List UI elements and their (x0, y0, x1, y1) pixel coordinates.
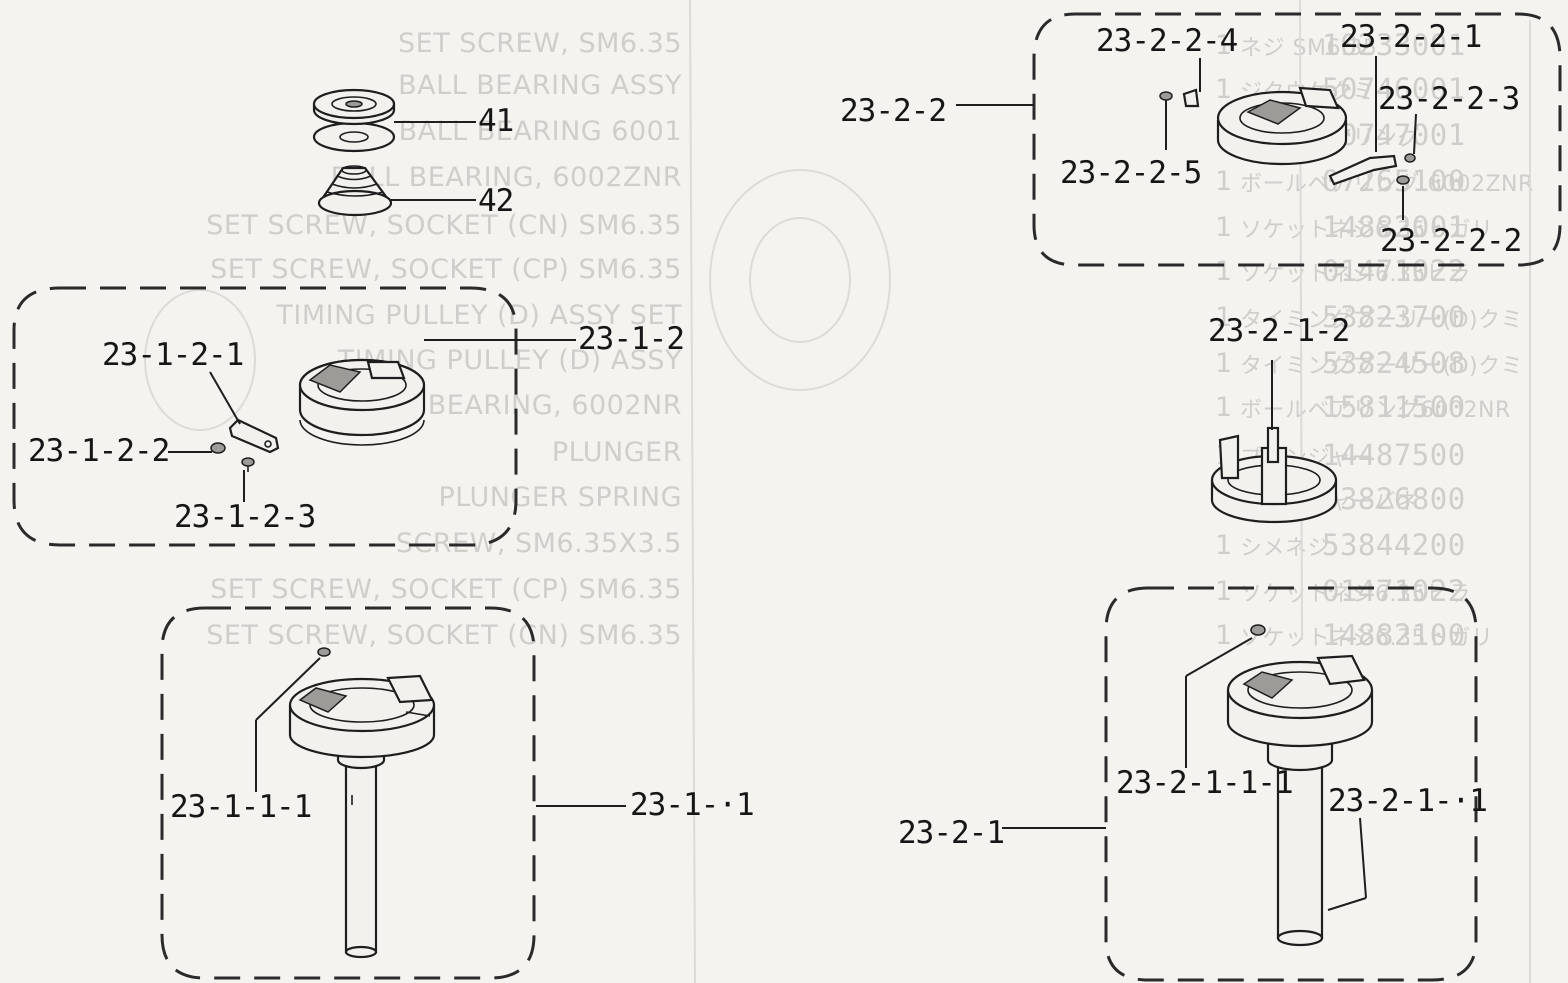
bg-pn-8: 15811500 (1322, 390, 1466, 424)
bg-qty-13: 1 (1215, 620, 1233, 651)
bg-pn-9: 14487500 (1322, 438, 1466, 472)
callout-23-1-1-1: 23-1-1-1 (170, 789, 312, 825)
bg-pn-7: 53824508 (1322, 346, 1466, 380)
bg-qty-4: 1 (1215, 212, 1233, 243)
bg-desc-5: SET SCREW, SOCKET (CP) SM6.35 (210, 254, 682, 285)
part-23-2-2-1-latch (1328, 154, 1398, 186)
bg-qty-6: 1 (1215, 302, 1233, 333)
bg-desc-0: SET SCREW, SM6.35 (398, 28, 682, 59)
bg-jp-12: ソケットネジ6.35ヒラ (1240, 582, 1471, 607)
callout-23-2-2: 23-2-2 (840, 93, 947, 129)
bg-desc-6: TIMING PULLEY (D) ASSY SET (276, 300, 682, 331)
part-23-2-1-1-1-screw (1250, 624, 1266, 636)
callout-23-2-1: 23-2-1 (898, 815, 1005, 851)
bg-qty-0: 1 (1215, 30, 1233, 61)
callout-23-2-2-4: 23-2-2-4 (1096, 23, 1238, 59)
bg-jp-4: ソケットネジ6.35トガリ (1240, 218, 1494, 243)
bg-desc-1: BALL BEARING ASSY (398, 70, 682, 101)
box-23-1-2 (12, 286, 518, 547)
callout-23-2-1-1: 23-2-1-·1 (1328, 783, 1488, 819)
box-23-2-1 (1104, 586, 1478, 982)
callout-23-1-2-2: 23-1-2-2 (28, 433, 170, 469)
bg-desc-3: BALL BEARING, 6002ZNR (330, 162, 682, 193)
bg-desc-10: PLUNGER SPRING (438, 482, 682, 513)
bg-desc-9: PLUNGER (551, 437, 682, 468)
callout-42: 42 (478, 183, 514, 219)
leader-23-1-2-1 (209, 371, 241, 425)
bg-pn-0: 10233001 (1322, 28, 1466, 62)
box-23-1-1 (160, 606, 536, 980)
part-23-2-2-bobbin-case (1216, 86, 1348, 166)
bg-pn-10: 53826800 (1322, 482, 1466, 516)
part-23-1-2-bobbin-case (298, 358, 426, 446)
bg-desc-4: SET SCREW, SOCKET (CN) SM6.35 (206, 210, 682, 241)
bg-jp-8: ボールベアリング6002NR (1240, 398, 1511, 423)
callout-23-2-2-3: 23-2-2-3 (1378, 81, 1520, 117)
part-23-1-2-3-screw (241, 457, 255, 472)
dashed-group-boxes (12, 12, 1562, 982)
bg-jp-6: タイミングプーリー(D)クミ (1240, 308, 1524, 333)
part-41-bearing (312, 88, 396, 153)
part-23-1-2-2-screw (210, 442, 226, 454)
callout-23-2-1-2: 23-2-1-2 (1208, 313, 1350, 349)
bg-jp-0: ネジ SM6.35 (1240, 36, 1378, 61)
part-23-2-2-5-screw (1159, 91, 1173, 101)
part-23-1-1-rotating-hook (288, 674, 436, 959)
box-23-2-2 (1032, 12, 1562, 267)
part-23-2-1-2-plunger-holder (1210, 426, 1338, 524)
callout-41: 41 (478, 103, 514, 139)
callout-23-2-2-5: 23-2-2-5 (1060, 155, 1202, 191)
bg-jp-11: シメネジ (1240, 536, 1331, 561)
bg-desc-13: SET SCREW, SOCKET (CN) SM6.35 (206, 620, 682, 651)
leader-23-1-1-1-a (255, 657, 321, 721)
leader-23-2-1-1-a (1359, 817, 1367, 899)
bg-pn-1: 50746001 (1322, 72, 1466, 106)
callout-23-1-1: 23-1-·1 (630, 787, 755, 823)
bg-pn-5: 01471022 (1322, 254, 1466, 288)
bg-qty-3: 1 (1215, 166, 1233, 197)
callout-23-2-2-2: 23-2-2-2 (1380, 223, 1522, 259)
bg-pn-12: 01471022 (1322, 574, 1466, 608)
bg-desc-11: SCREW, SM6.35X3.5 (395, 528, 682, 559)
part-23-2-1-rotating-hook (1226, 654, 1374, 947)
leader-23-2-2-3 (1413, 113, 1417, 155)
callout-23-1-2: 23-1-2 (578, 321, 685, 357)
part-23-2-2-3-screw (1404, 153, 1416, 163)
callout-23-1-2-3: 23-1-2-3 (174, 499, 316, 535)
callout-23-2-2-1: 23-2-2-1 (1340, 19, 1482, 55)
leader-23-2-1-1-b (1327, 897, 1367, 911)
bg-qty-7: 1 (1215, 348, 1233, 379)
bg-pn-13: 14882100 (1322, 618, 1466, 652)
part-23-2-2-4-spring (1182, 88, 1200, 108)
part-23-2-2-2-screw (1396, 175, 1410, 185)
bg-qty-8: 1 (1215, 392, 1233, 423)
part-42-conical-spring (317, 165, 393, 217)
bg-qty-12: 1 (1215, 576, 1233, 607)
bg-jp-3: ボールベアリング 6002ZNR (1240, 172, 1534, 197)
part-23-1-1-1-screw (317, 647, 331, 657)
bg-jp-7: タイミングプーリー(D)クミ (1240, 354, 1524, 379)
bg-jp-13: ソケットネジ6.35トガリ (1240, 626, 1494, 651)
bg-qty-1: 1 (1215, 74, 1233, 105)
bg-pn-4: 14882001 (1322, 210, 1466, 244)
bg-pn-11: 53844200 (1322, 528, 1466, 562)
part-23-1-2-1-latch-arm (228, 418, 280, 454)
bg-desc-12: SET SCREW, SOCKET (CP) SM6.35 (210, 574, 682, 605)
callout-23-1-2-1: 23-1-2-1 (102, 337, 244, 373)
bg-qty-11: 1 (1215, 530, 1233, 561)
bg-pn-6: 53823700 (1322, 300, 1466, 334)
leader-23-2-1-1-1-a (1185, 637, 1253, 677)
callout-23-2-1-1-1: 23-2-1-1-1 (1116, 765, 1294, 801)
